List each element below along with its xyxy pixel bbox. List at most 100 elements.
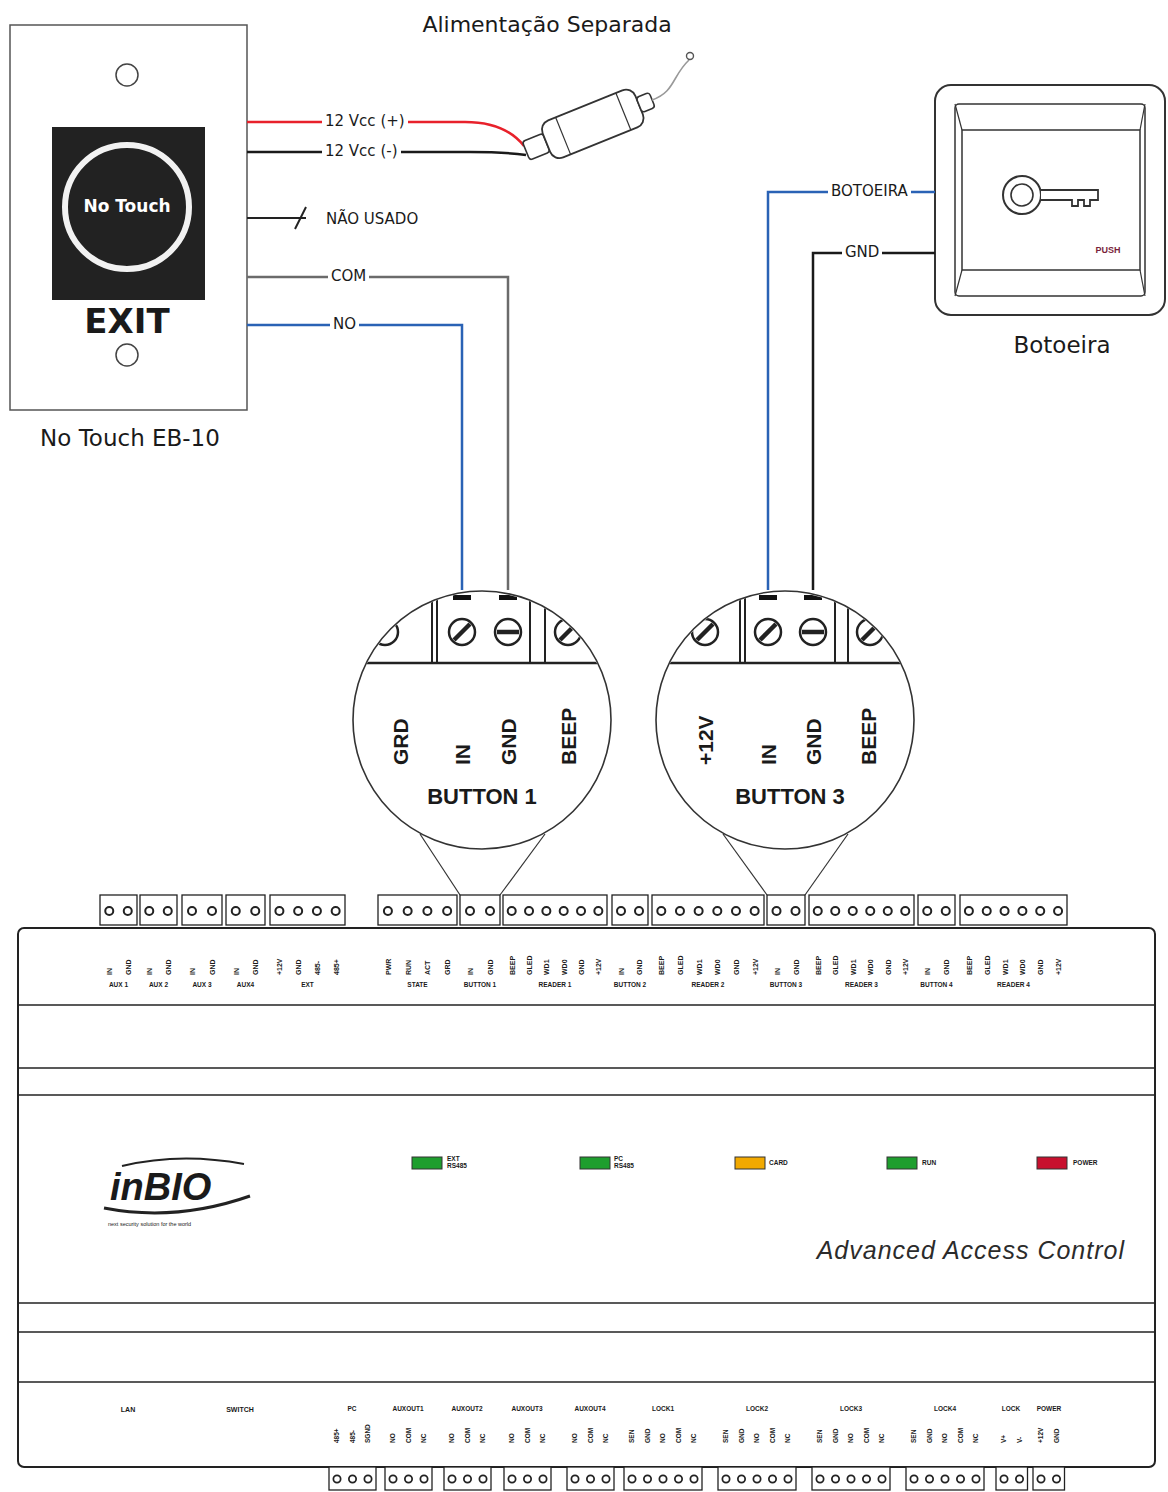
terminal-group-label: AUXOUT2 (451, 1405, 482, 1412)
terminal-zoom (340, 585, 625, 663)
key-bow (1011, 184, 1033, 206)
node-text: IN (758, 744, 779, 765)
terminal-group-label: AUX4 (237, 981, 254, 988)
terminal-group-label: POWER (1037, 1405, 1062, 1412)
logo-tagline: next security solution for the world (108, 1221, 191, 1227)
screw-slot (802, 630, 824, 635)
node-text: Advanced Access Control (817, 1236, 1125, 1265)
terminal-block (809, 895, 914, 925)
power-wire (395, 152, 526, 155)
led-label: EXT RS485 (447, 1156, 473, 1170)
mount-hole (116, 344, 138, 366)
terminal-group-label: LOCK1 (652, 1405, 674, 1412)
pin-label: WD0 (1019, 959, 1026, 975)
screw-slot (497, 630, 519, 635)
pin-label: COM (863, 1428, 870, 1443)
pin-label: IN (618, 968, 625, 975)
wire-label: BOTOEIRA (828, 183, 911, 200)
body-seam (18, 1094, 1155, 1096)
node-text: inBIO (110, 1166, 211, 1210)
pin-label: IN (467, 968, 474, 975)
terminal-block (643, 585, 740, 663)
pin-label: +12V (1038, 1428, 1045, 1443)
housing-edge (643, 662, 928, 665)
pin-label: NC (421, 1434, 428, 1443)
pin-label: SGND (365, 1424, 372, 1443)
pin-label: BEEP (658, 956, 665, 975)
unused-wire (247, 217, 306, 219)
wire-entry (376, 595, 394, 600)
housing-edge (340, 662, 625, 665)
device-node: No TouchEXITNo Touch EB-10 (10, 25, 247, 457)
pin-label: BEEP (814, 956, 821, 975)
wire-label: NO (330, 316, 359, 333)
pin-label: RUN (404, 960, 411, 975)
terminal-group-label: LOCK4 (934, 1405, 956, 1412)
pin-label: GND (636, 959, 643, 975)
wire-label: 12 Vcc (-) (322, 143, 401, 160)
led-label: POWER (1073, 1160, 1098, 1167)
terminal-zoom (643, 585, 928, 663)
screw (755, 619, 781, 645)
pin-label: NC (691, 1434, 698, 1443)
pin-label: 485- (349, 1430, 356, 1443)
pin-label: GND (578, 959, 585, 975)
zoom-circle-ring (656, 591, 914, 849)
pin-label: +12V (276, 958, 283, 975)
pin-label: SEN (817, 1430, 824, 1443)
pin-label: GND (644, 1429, 651, 1443)
zoom-circle: GRDINGNDBEEPBUTTON 1 (352, 590, 612, 850)
node-text: GRD (390, 718, 411, 765)
screw-slot (760, 624, 776, 640)
pin-label: NC (879, 1434, 886, 1443)
wire-label: GND (842, 244, 882, 261)
pin-label: NO (390, 1433, 397, 1443)
node-text: EXIT (84, 302, 169, 341)
button-face (962, 130, 1140, 270)
terminal-group-label: AUXOUT3 (511, 1405, 542, 1412)
port-label: LAN (121, 1406, 135, 1414)
terminal-block (503, 895, 607, 925)
pin-label: NC (603, 1434, 610, 1443)
terminal-group-label: READER 4 (997, 981, 1030, 988)
pin-label: GLED (677, 956, 684, 975)
wire-label: COM (328, 268, 369, 285)
adapter-cord (652, 60, 689, 100)
screw (449, 619, 475, 645)
pin-label: IN (773, 968, 780, 975)
pin-label: GLED (983, 956, 990, 975)
wire-connector (813, 253, 935, 590)
screw (692, 619, 718, 645)
pin-label: NC (480, 1434, 487, 1443)
wire-note: NÃO USADO (326, 211, 418, 228)
screw (495, 619, 521, 645)
body-seam (18, 1067, 1155, 1069)
terminal-group-label: AUXOUT4 (574, 1405, 605, 1412)
device-node: Alimentação Separada (395, 5, 700, 180)
led (412, 1157, 442, 1169)
terminal-group-label: AUX 3 (192, 981, 211, 988)
terminal-group-label: AUX 2 (149, 981, 168, 988)
key-blade (1041, 190, 1098, 206)
led-label: PC RS485 (614, 1156, 640, 1170)
pin-label: GRD (444, 959, 451, 975)
screws (337, 1476, 1057, 1482)
pin-label: NO (449, 1433, 456, 1443)
node-text: No Touch EB-10 (40, 425, 220, 451)
terminal-group-label: EXT (301, 981, 314, 988)
pin-label: GND (926, 1429, 933, 1443)
terminal-group-label: AUX 1 (109, 981, 128, 988)
pin-label: NC (540, 1434, 547, 1443)
pin-label: WD0 (714, 959, 721, 975)
sensor-panel (52, 127, 205, 300)
wire-entry (453, 595, 471, 600)
screw-slot (697, 624, 713, 640)
pin-label: GND (792, 959, 799, 975)
node-text: Alimentação Separada (422, 12, 671, 37)
led-label: RUN (922, 1160, 936, 1167)
pin-label: COM (464, 1428, 471, 1443)
screw (372, 619, 398, 645)
